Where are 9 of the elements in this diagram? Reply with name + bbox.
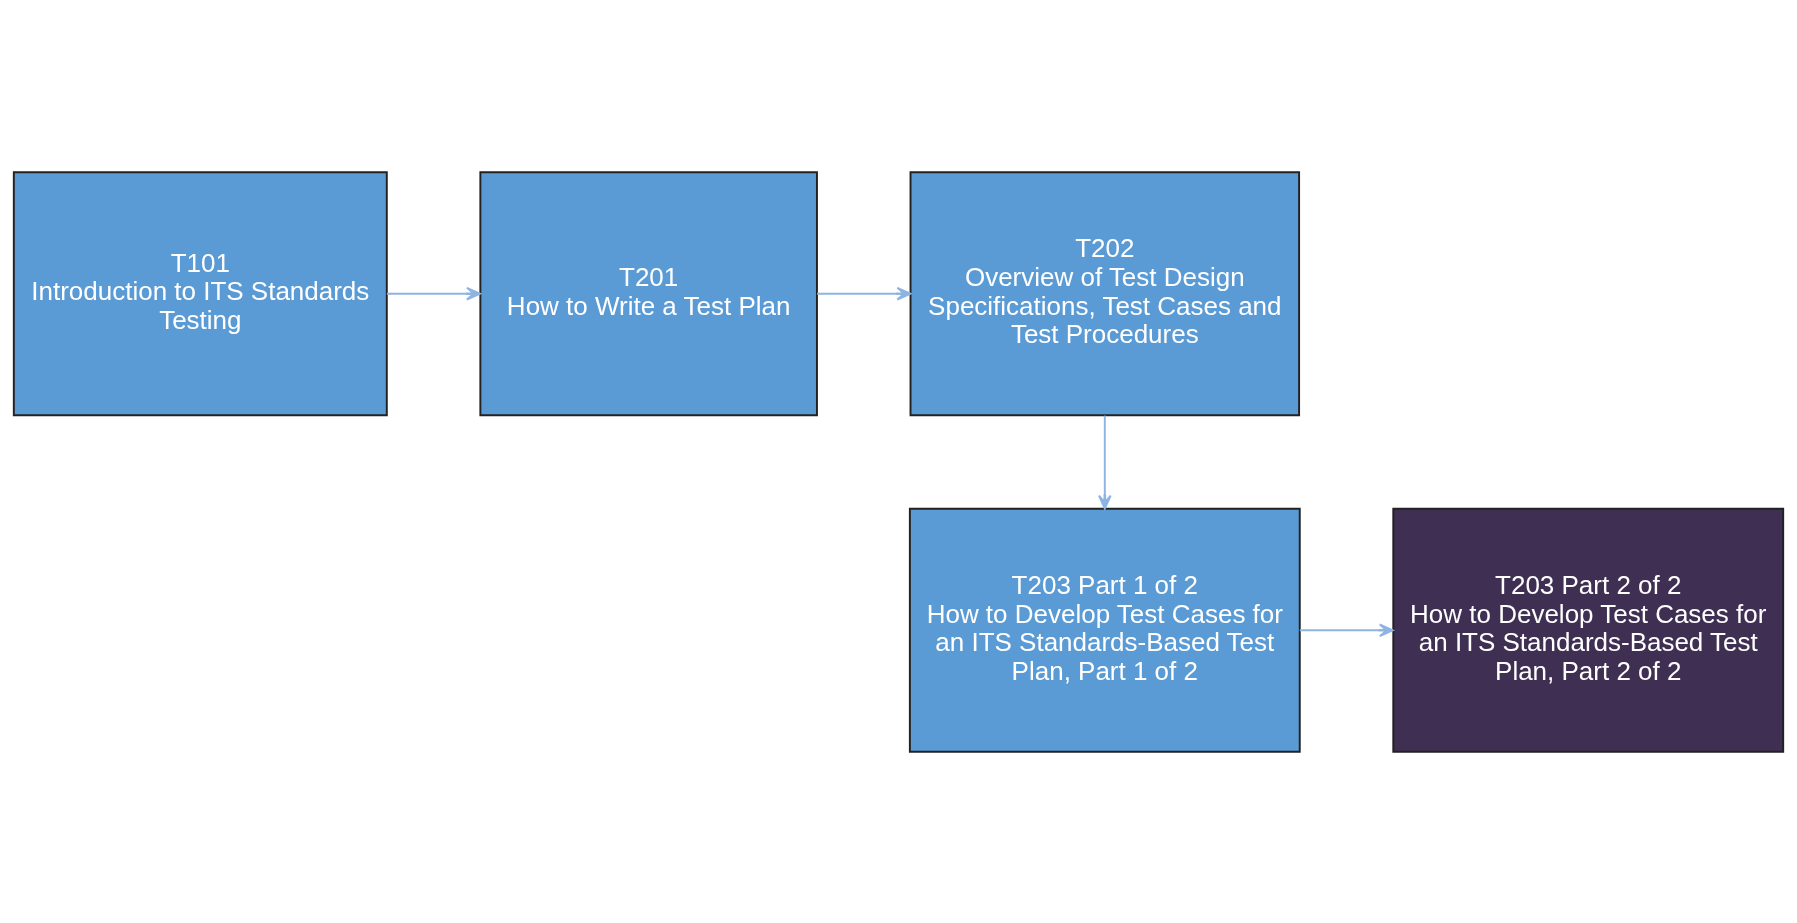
node-box: T101 Introduction to ITS Standards Testing — [12, 170, 388, 416]
arrow — [1298, 622, 1394, 637]
node-box: T202 Overview of Test Design Specifications, Test Cases and Test Procedures — [909, 170, 1301, 416]
node-box: T203 Part 1 of 2 How to Develop Test Cases for an ITS Standards-Based Test Plan, Part 1 of 2 — [908, 507, 1301, 753]
node-box: T201 How to Write a Test Plan — [479, 170, 818, 416]
arrow — [1098, 414, 1112, 510]
node-box: T203 Part 2 of 2 How to Develop Test Cases for an ITS Standards-Based Test Plan, Part 2 of 2 — [1392, 507, 1785, 753]
arrow — [816, 286, 912, 301]
arrow — [385, 286, 481, 301]
